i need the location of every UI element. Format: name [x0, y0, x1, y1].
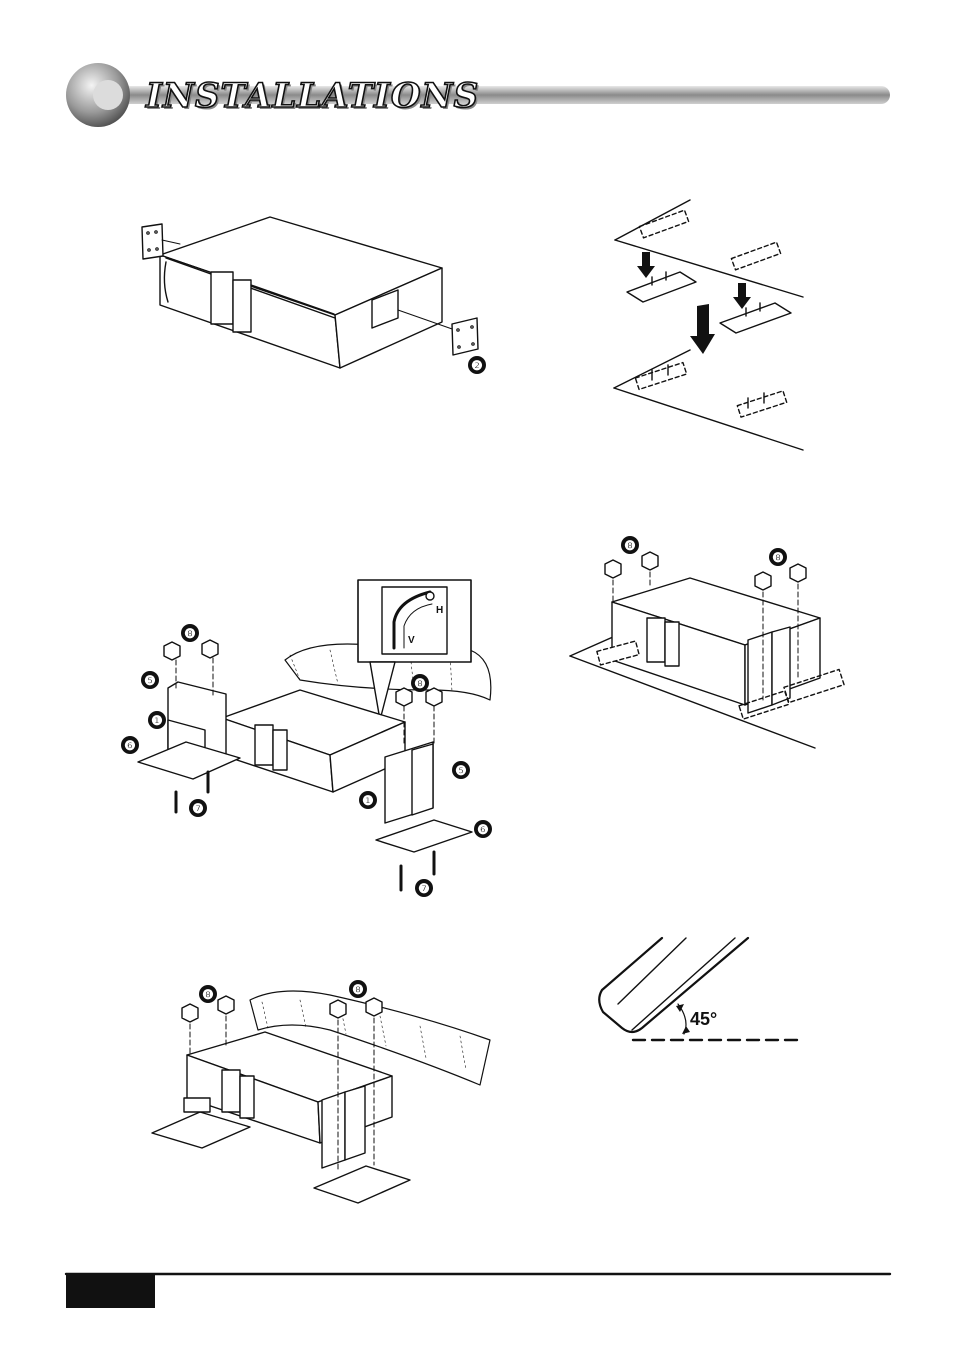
callout-l-bracket-1: ❶: [151, 713, 163, 728]
callout-screw-7: ❼: [192, 801, 204, 816]
callout-nut-8: ❽: [414, 676, 426, 691]
callout-nut-8: ❽: [202, 987, 214, 1002]
callout-l-bracket-1: ❶: [362, 793, 374, 808]
callout-nut-8: ❽: [352, 982, 364, 997]
callout-bolt-5: ❺: [455, 763, 467, 778]
callout-screw-7: ❼: [418, 881, 430, 896]
callout-nut-8: ❽: [772, 550, 784, 565]
page-number-tab: [66, 1273, 155, 1308]
callout-plate-6: ❻: [477, 822, 489, 837]
callout-nut-8: ❽: [624, 538, 636, 553]
callout-bracket-2: ❷: [471, 358, 483, 373]
gauge-h-label: H: [436, 605, 443, 616]
callout-bolt-5: ❺: [144, 673, 156, 688]
callout-plate-6: ❻: [124, 738, 136, 753]
gauge-v-label: V: [408, 635, 415, 646]
callout-nut-8: ❽: [184, 626, 196, 641]
angle-label: 45°: [690, 1009, 717, 1029]
